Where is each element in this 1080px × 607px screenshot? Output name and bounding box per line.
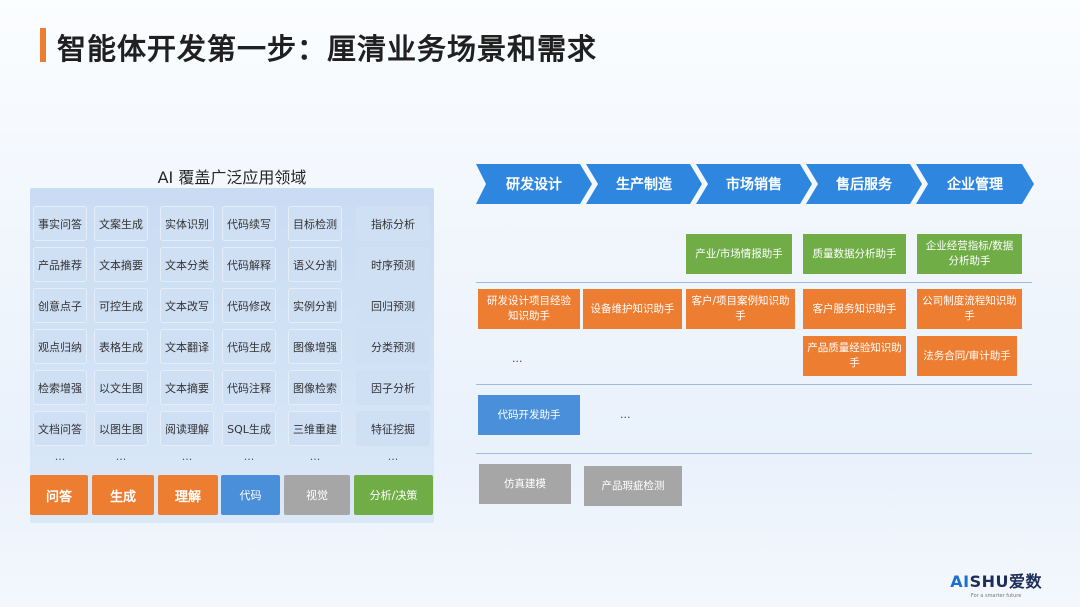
domain-cell: 以图生图 bbox=[94, 411, 148, 446]
domain-cell: 事实问答 bbox=[33, 206, 87, 241]
domain-cell: 检索增强 bbox=[33, 370, 87, 405]
assistant-equipment-maintenance: 设备维护知识助手 bbox=[583, 289, 682, 329]
domain-cell: 文本改写 bbox=[160, 288, 214, 323]
domain-cell: 语义分割 bbox=[288, 247, 342, 282]
chevron-shape bbox=[806, 164, 922, 204]
domain-column-code: 代码续写 代码解释 代码修改 代码生成 代码注释 SQL生成 ... bbox=[222, 206, 276, 466]
domain-cell: 创意点子 bbox=[33, 288, 87, 323]
domain-column-analysis: 指标分析 时序预测 回归预测 分类预测 因子分析 特征挖掘 ... bbox=[356, 206, 430, 466]
domain-cell: 目标检测 bbox=[288, 206, 342, 241]
chain-rd-design: 研发设计 bbox=[476, 164, 592, 204]
divider-line bbox=[476, 384, 1032, 385]
assistant-rd-knowledge: 研发设计项目经验知识助手 bbox=[478, 289, 580, 329]
domain-cell: 三维重建 bbox=[288, 411, 342, 446]
domain-cell: 产品推荐 bbox=[33, 247, 87, 282]
domain-cell: 时序预测 bbox=[356, 247, 430, 282]
assistant-business-metrics: 企业经营指标/数据分析助手 bbox=[917, 234, 1022, 274]
domain-cell: 观点归纳 bbox=[33, 329, 87, 364]
domain-cell: 图像检索 bbox=[288, 370, 342, 405]
chevron-shape bbox=[696, 164, 812, 204]
domain-cell: SQL生成 bbox=[222, 411, 276, 446]
assistant-quality-data: 质量数据分析助手 bbox=[803, 234, 906, 274]
logo-wordmark: AISHU爱数 bbox=[950, 572, 1042, 591]
more-dots: ... bbox=[620, 408, 631, 421]
more-dots: ... bbox=[512, 352, 523, 365]
divider-line bbox=[476, 453, 1032, 454]
chain-after-sales: 售后服务 bbox=[806, 164, 922, 204]
domain-cell: 回归预测 bbox=[356, 288, 430, 323]
chain-manufacturing: 生产制造 bbox=[586, 164, 702, 204]
category-vision: 视觉 bbox=[284, 475, 350, 515]
domain-cell: 文档问答 bbox=[33, 411, 87, 446]
category-qa: 问答 bbox=[30, 475, 88, 515]
category-generation: 生成 bbox=[92, 475, 154, 515]
page-title: 智能体开发第一步：厘清业务场景和需求 bbox=[57, 32, 598, 66]
chevron-shape bbox=[476, 164, 592, 204]
aishu-logo: AISHU爱数 For a smarter future bbox=[950, 568, 1042, 599]
category-understanding: 理解 bbox=[158, 475, 218, 515]
domain-column-understanding: 实体识别 文本分类 文本改写 文本翻译 文本摘要 阅读理解 ... bbox=[160, 206, 214, 466]
more-dots: ... bbox=[54, 450, 66, 463]
assistant-product-quality: 产品质量经验知识助手 bbox=[803, 336, 906, 376]
domain-cell: 实例分割 bbox=[288, 288, 342, 323]
capability-defect-detection: 产品瑕疵检测 bbox=[584, 466, 682, 506]
more-dots: ... bbox=[387, 450, 399, 463]
more-dots: ... bbox=[181, 450, 193, 463]
assistant-policy-process: 公司制度流程知识助手 bbox=[917, 289, 1022, 329]
logo-tagline: For a smarter future bbox=[970, 593, 1022, 599]
domain-cell: 文案生成 bbox=[94, 206, 148, 241]
ai-domains-heading: AI 覆盖广泛应用领域 bbox=[157, 168, 307, 187]
chevron-shape bbox=[916, 164, 1034, 204]
more-dots: ... bbox=[115, 450, 127, 463]
domain-cell: 文本摘要 bbox=[94, 247, 148, 282]
domain-cell: 代码修改 bbox=[222, 288, 276, 323]
divider-line bbox=[476, 282, 1032, 283]
domain-cell: 代码续写 bbox=[222, 206, 276, 241]
domain-cell: 文本分类 bbox=[160, 247, 214, 282]
chevron-shape bbox=[586, 164, 702, 204]
category-analysis: 分析/决策 bbox=[354, 475, 433, 515]
domain-cell: 可控生成 bbox=[94, 288, 148, 323]
more-dots: ... bbox=[243, 450, 255, 463]
chain-marketing-sales: 市场销售 bbox=[696, 164, 812, 204]
domain-cell: 代码生成 bbox=[222, 329, 276, 364]
chain-enterprise-management: 企业管理 bbox=[916, 164, 1034, 204]
domain-cell: 文本摘要 bbox=[160, 370, 214, 405]
domain-cell: 分类预测 bbox=[356, 329, 430, 364]
domain-cell: 阅读理解 bbox=[160, 411, 214, 446]
title-accent-bar bbox=[40, 28, 46, 62]
assistant-code-dev: 代码开发助手 bbox=[478, 395, 580, 435]
domain-cell: 代码解释 bbox=[222, 247, 276, 282]
domain-cell: 图像增强 bbox=[288, 329, 342, 364]
assistant-customer-service: 客户服务知识助手 bbox=[803, 289, 906, 329]
domain-cell: 特征挖掘 bbox=[356, 411, 430, 446]
domain-column-qa: 事实问答 产品推荐 创意点子 观点归纳 检索增强 文档问答 ... bbox=[33, 206, 87, 466]
assistant-legal-audit: 法务合同/审计助手 bbox=[917, 336, 1017, 376]
domain-cell: 因子分析 bbox=[356, 370, 430, 405]
domain-cell: 实体识别 bbox=[160, 206, 214, 241]
domain-cell: 指标分析 bbox=[356, 206, 430, 241]
domain-cell: 文本翻译 bbox=[160, 329, 214, 364]
domain-cell: 代码注释 bbox=[222, 370, 276, 405]
domain-cell: 以文生图 bbox=[94, 370, 148, 405]
category-code: 代码 bbox=[221, 475, 280, 515]
domain-column-generation: 文案生成 文本摘要 可控生成 表格生成 以文生图 以图生图 ... bbox=[94, 206, 148, 466]
capability-simulation: 仿真建模 bbox=[479, 464, 571, 504]
domain-column-vision: 目标检测 语义分割 实例分割 图像增强 图像检索 三维重建 ... bbox=[288, 206, 342, 466]
assistant-customer-cases: 客户/项目案例知识助手 bbox=[686, 289, 795, 329]
domain-cell: 表格生成 bbox=[94, 329, 148, 364]
more-dots: ... bbox=[309, 450, 321, 463]
assistant-market-intel: 产业/市场情报助手 bbox=[686, 234, 792, 274]
